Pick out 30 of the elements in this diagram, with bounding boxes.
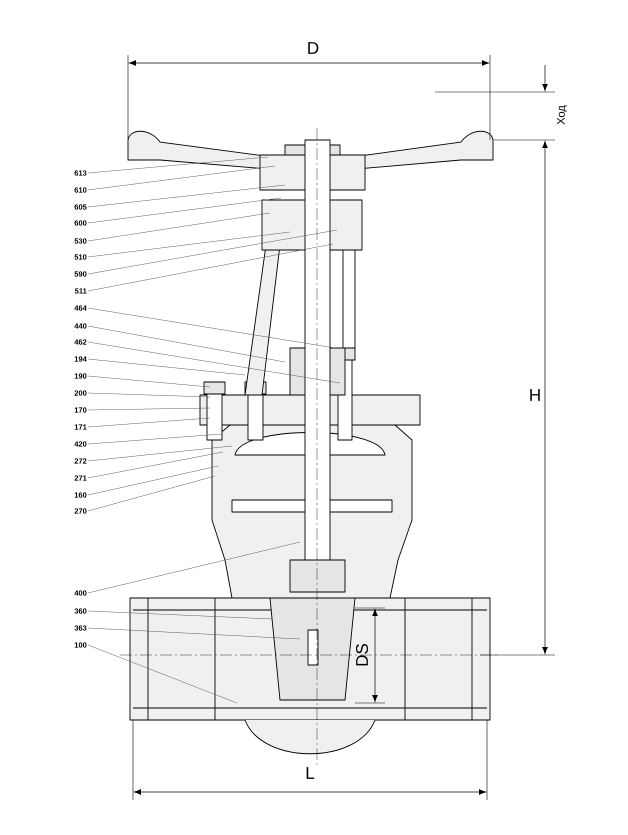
leader-line	[88, 476, 216, 512]
leader-line	[88, 418, 210, 428]
leader-line	[88, 542, 300, 594]
leader-line	[88, 408, 210, 410]
leader-line	[88, 308, 336, 348]
leader-line	[88, 434, 222, 444]
leader-line	[88, 342, 340, 384]
dimension-label: H	[530, 389, 540, 401]
leader-line	[88, 198, 282, 224]
leader-line	[88, 392, 210, 398]
leader-line	[88, 230, 338, 274]
leader-line	[88, 166, 276, 190]
leader-line	[88, 244, 334, 292]
leader-line	[88, 446, 232, 462]
dimension-label: D	[308, 42, 318, 54]
leader-line	[88, 212, 270, 242]
leader-line	[88, 466, 218, 496]
leader-line	[88, 326, 286, 362]
leader-line	[88, 452, 224, 478]
leader-line	[88, 232, 290, 258]
leader-line	[88, 358, 246, 376]
leader-line	[88, 184, 286, 208]
dimension-label: L	[306, 767, 314, 779]
leader-line	[88, 156, 268, 174]
leader-line	[88, 610, 272, 620]
leader-line	[88, 376, 210, 388]
leader-line	[88, 644, 238, 704]
dimension-label: DS	[356, 644, 368, 666]
leader-line	[88, 628, 300, 640]
dimension-label: Ход	[557, 105, 567, 124]
